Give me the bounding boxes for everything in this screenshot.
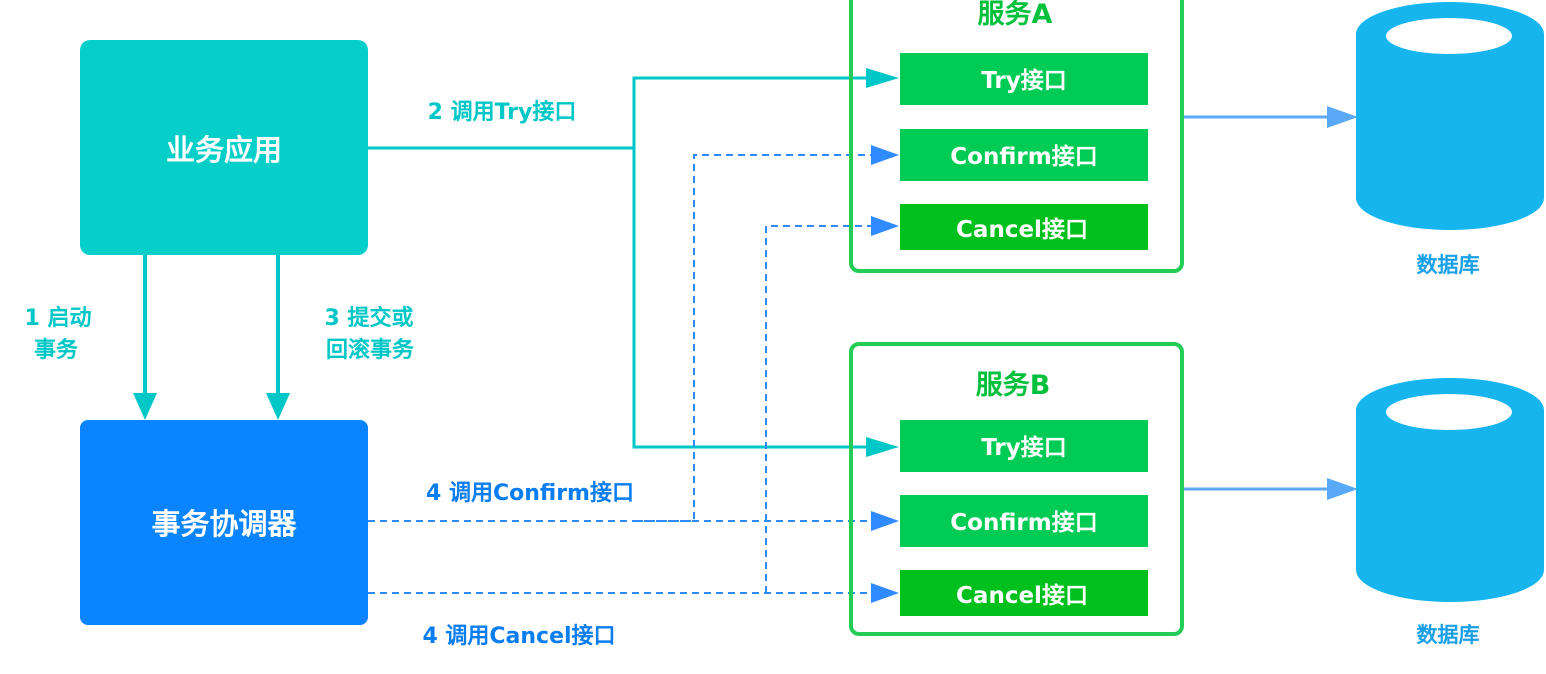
call-try-label: 2 调用Try接口 [428, 100, 577, 125]
service-b-confirm-label: Confirm接口 [950, 510, 1097, 536]
confirm-call-line [368, 154, 872, 522]
service-a-confirm-label: Confirm接口 [950, 144, 1097, 170]
coordinator-label: 事务协调器 [151, 507, 297, 541]
call-cancel-label: 4 调用Cancel接口 [422, 624, 615, 649]
try-call-line [368, 68, 899, 457]
service-a-cancel-label: Cancel接口 [956, 217, 1088, 243]
business-app-label: 业务应用 [166, 133, 282, 167]
service-b-cancel-interface: Cancel接口 [900, 570, 1148, 616]
commit-rollback-label-1: 3 提交或 [325, 305, 414, 331]
service-b-db-arrow [1184, 478, 1358, 500]
commit-rollback-label-2: 回滚事务 [326, 337, 415, 363]
service-a-try-interface: Try接口 [900, 53, 1148, 105]
service-b-confirm-interface: Confirm接口 [900, 495, 1148, 547]
service-a-box: 服务A Try接口 Confirm接口 Cancel接口 [849, 0, 1184, 273]
database-b-label: 数据库 [1417, 623, 1480, 647]
business-app-box: 业务应用 [80, 40, 368, 255]
service-b-try-label: Try接口 [981, 435, 1067, 461]
service-a-confirm-interface: Confirm接口 [900, 129, 1148, 181]
service-a-title: 服务A [978, 0, 1053, 30]
call-confirm-label: 4 调用Confirm接口 [426, 481, 634, 506]
start-transaction-arrow [133, 255, 157, 420]
service-a-try-label: Try接口 [981, 68, 1067, 94]
database-a-icon [1356, 2, 1544, 230]
start-transaction-label-2: 事务 [34, 337, 79, 363]
start-transaction-label-1: 1 启动 [25, 305, 92, 331]
database-a-label: 数据库 [1417, 253, 1480, 277]
commit-rollback-arrow [266, 255, 290, 420]
database-b-icon [1356, 378, 1544, 602]
service-b-title: 服务B [976, 370, 1051, 401]
coordinator-box: 事务协调器 [80, 420, 368, 625]
service-a-cancel-interface: Cancel接口 [900, 204, 1148, 250]
service-a-db-arrow [1184, 106, 1358, 128]
service-b-box: 服务B Try接口 Confirm接口 Cancel接口 [849, 342, 1184, 636]
service-b-cancel-label: Cancel接口 [956, 583, 1088, 609]
cancel-call-line [368, 225, 872, 594]
service-b-try-interface: Try接口 [900, 420, 1148, 472]
